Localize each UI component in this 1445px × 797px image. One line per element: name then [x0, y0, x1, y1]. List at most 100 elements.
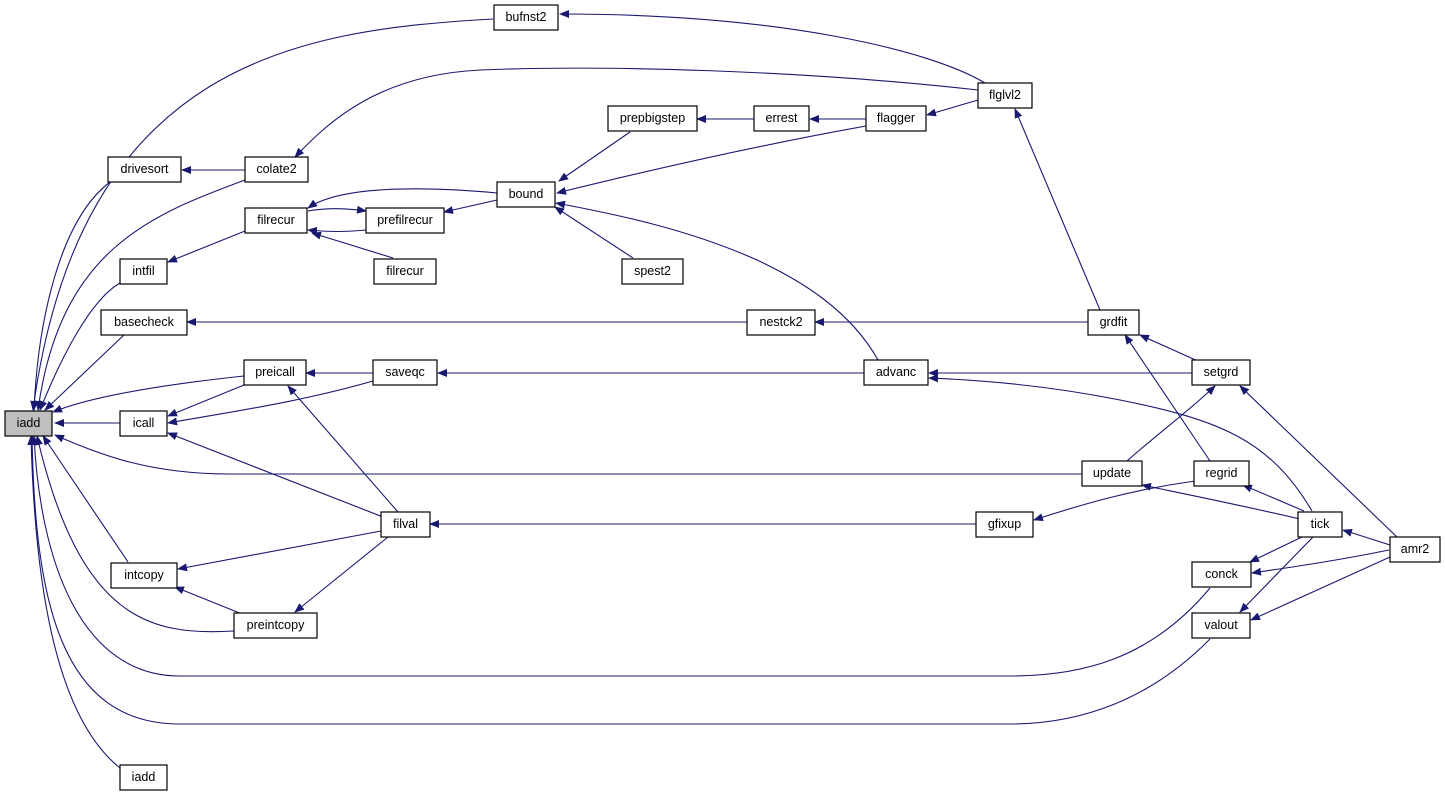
- node-grdfit[interactable]: grdfit: [1087, 309, 1140, 336]
- node-label: bound: [509, 187, 544, 201]
- edge-grdfit-flglvl2: [1014, 108, 1101, 311]
- node-bufnst2[interactable]: bufnst2: [493, 4, 559, 31]
- edge-advanc-bound: [555, 200, 879, 361]
- edge-filval-icall: [167, 432, 384, 518]
- node-label: saveqc: [385, 365, 425, 379]
- edge-tick-update: [1141, 482, 1301, 520]
- edge-tick-valout: [1239, 536, 1314, 613]
- node-label: conck: [1205, 567, 1238, 581]
- node-regrid[interactable]: regrid: [1193, 460, 1250, 487]
- edge-update-setgrd: [1126, 385, 1216, 462]
- node-spest2[interactable]: spest2: [621, 258, 684, 285]
- node-tick[interactable]: tick: [1297, 511, 1343, 538]
- node-iadd-leaf[interactable]: iadd: [119, 764, 168, 791]
- edge-filval-intcopy: [177, 530, 382, 572]
- node-flglvl2[interactable]: flglvl2: [977, 82, 1033, 109]
- edge-saveqc-icall: [167, 380, 374, 426]
- edge-spest2-bound: [554, 206, 634, 259]
- node-label: gfixup: [988, 517, 1021, 531]
- node-label: intfil: [132, 264, 154, 278]
- edge-iaddleaf-iadd: [27, 435, 121, 769]
- node-label: bufnst2: [505, 10, 546, 24]
- edge-preicall-iadd: [52, 375, 245, 413]
- node-filval[interactable]: filval: [380, 511, 431, 538]
- edge-intfil-iadd: [39, 282, 121, 411]
- node-label: grdfit: [1100, 315, 1128, 329]
- node-label: prepbigstep: [620, 111, 685, 125]
- node-colate2[interactable]: colate2: [244, 156, 309, 183]
- edge-flglvl2-colate2: [294, 67, 979, 158]
- node-conck[interactable]: conck: [1191, 561, 1252, 588]
- node-iadd-main[interactable]: iadd: [4, 410, 53, 437]
- edge-tick-regrid: [1242, 484, 1305, 512]
- edge-preintcopy-iadd: [35, 435, 235, 633]
- node-preintcopy[interactable]: preintcopy: [233, 612, 318, 639]
- node-bound[interactable]: bound: [496, 181, 556, 208]
- node-nestck2[interactable]: nestck2: [746, 309, 816, 336]
- node-label: advanc: [876, 365, 916, 379]
- node-label: errest: [766, 111, 798, 125]
- node-label: prefilrecur: [377, 213, 433, 227]
- node-advanc[interactable]: advanc: [863, 359, 929, 386]
- node-label: filval: [393, 517, 418, 531]
- node-label: preicall: [255, 365, 295, 379]
- edge-intcopy-iadd: [42, 435, 129, 563]
- node-update[interactable]: update: [1081, 460, 1143, 487]
- edge-valout-iadd: [28, 435, 1211, 725]
- edge-preicall-icall: [167, 384, 245, 417]
- node-label: flagger: [877, 111, 915, 125]
- edge-amr2-setgrd: [1239, 385, 1399, 539]
- edge-bound-filrecur: [307, 188, 498, 209]
- node-label: nestck2: [759, 315, 802, 329]
- node-valout[interactable]: valout: [1191, 612, 1251, 639]
- edge-setgrd-grdfit: [1139, 334, 1201, 363]
- node-label: flglvl2: [989, 88, 1021, 102]
- edge-filrecur-intfil: [167, 230, 246, 263]
- node-label: filrecur: [257, 213, 295, 227]
- edge-filrecurb-filrecur: [311, 231, 394, 259]
- edge-flglvl2-bufnst2: [559, 10, 986, 84]
- node-drivesort[interactable]: drivesort: [107, 156, 182, 183]
- node-label: icall: [133, 416, 155, 430]
- node-label: update: [1093, 466, 1131, 480]
- edge-bound-prefilrecur: [443, 199, 498, 214]
- node-prefilrecur[interactable]: prefilrecur: [365, 207, 445, 234]
- edge-flagger-bound: [556, 125, 867, 195]
- node-label: iadd: [132, 770, 156, 784]
- node-saveqc[interactable]: saveqc: [372, 359, 438, 386]
- edge-colate2-iadd: [35, 179, 246, 411]
- node-label: intcopy: [124, 568, 164, 582]
- node-icall[interactable]: icall: [119, 410, 168, 437]
- node-label: setgrd: [1204, 365, 1239, 379]
- node-label: basecheck: [114, 315, 175, 329]
- node-intcopy[interactable]: intcopy: [110, 562, 178, 589]
- edge-update-iadd: [54, 434, 1082, 475]
- edge-flglvl2-flagger: [926, 99, 979, 117]
- edge-conck-iadd: [30, 435, 1211, 677]
- node-label: colate2: [256, 162, 296, 176]
- edge-filval-preintcopy: [294, 536, 389, 613]
- node-intfil[interactable]: intfil: [119, 258, 168, 285]
- edge-filrecur-prefilrecur: [307, 205, 367, 214]
- edge-amr2-valout: [1250, 556, 1391, 621]
- edge-regrid-grdfit: [1124, 334, 1211, 462]
- edge-tick-conck: [1249, 535, 1305, 563]
- edge-prepbigstep-bound: [558, 131, 631, 182]
- node-label: regrid: [1206, 466, 1238, 480]
- node-amr2[interactable]: amr2: [1389, 536, 1441, 563]
- node-setgrd[interactable]: setgrd: [1191, 359, 1251, 386]
- node-filrecur-a[interactable]: filrecur: [244, 207, 308, 234]
- edge-filval-preicall: [287, 385, 399, 513]
- node-preicall[interactable]: preicall: [243, 359, 307, 386]
- node-prepbigstep[interactable]: prepbigstep: [607, 105, 698, 132]
- node-gfixup[interactable]: gfixup: [975, 511, 1034, 538]
- node-label: tick: [1311, 517, 1331, 531]
- node-filrecur-b[interactable]: filrecur: [373, 258, 437, 285]
- edge-prefilrecur-filrecur: [307, 226, 367, 235]
- node-label: valout: [1204, 618, 1238, 632]
- node-errest[interactable]: errest: [753, 105, 810, 132]
- node-label: iadd: [17, 416, 41, 430]
- node-flagger[interactable]: flagger: [865, 105, 927, 132]
- node-basecheck[interactable]: basecheck: [100, 309, 188, 336]
- edge-basecheck-iadd: [44, 333, 126, 411]
